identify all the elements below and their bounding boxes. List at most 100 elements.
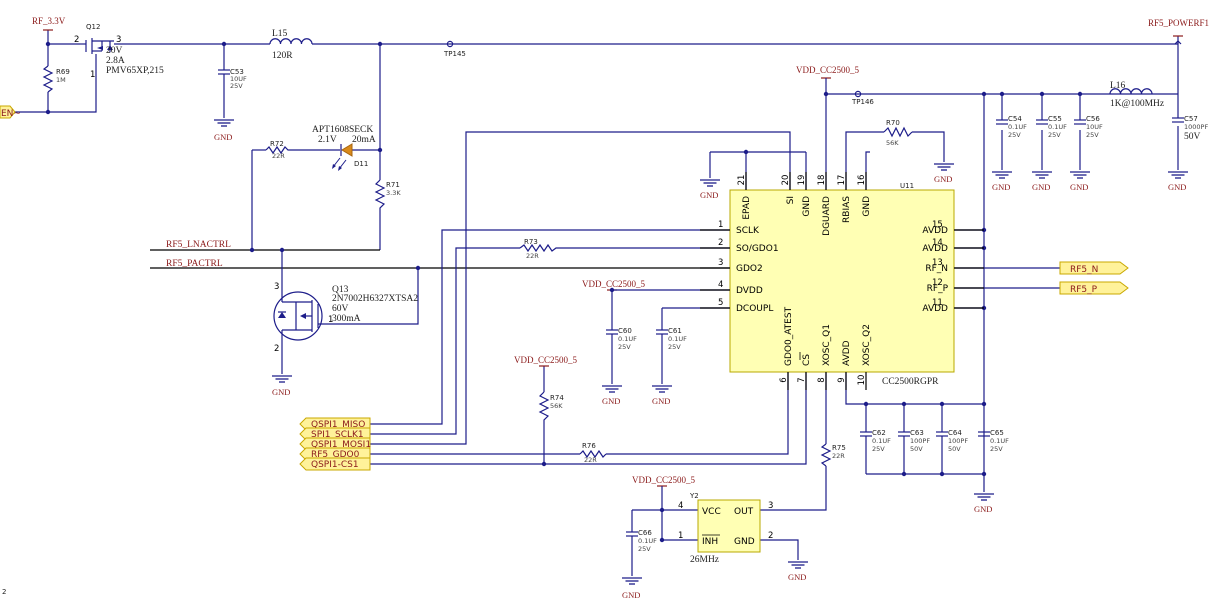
u11-pin-num-18: 18 — [817, 175, 827, 186]
d11-ref: D11 — [354, 160, 368, 168]
r74-vdd-label: VDD_CC2500_5 — [514, 355, 578, 365]
c65-value: 0.1UF — [990, 437, 1009, 445]
c63-ref: C63 — [910, 429, 924, 437]
c56-ref: C56 — [1086, 115, 1100, 123]
c53-voltage: 25V — [230, 82, 243, 90]
c64-voltage: 50V — [948, 445, 961, 453]
q12-voltage: 20V — [106, 46, 123, 56]
u11-pin-name-18: DGUARD — [822, 196, 832, 236]
c61-ref: C61 — [668, 327, 682, 335]
y2-num-gnd: 2 — [768, 531, 773, 541]
u11-pin-name-12: RF_P — [927, 284, 949, 294]
u11-pin-num-9: 9 — [837, 377, 847, 382]
svg-text:QSPI1_MOSI1: QSPI1_MOSI1 — [311, 440, 371, 450]
q13-nmos — [273, 250, 336, 374]
tp145-label: TP145 — [443, 50, 466, 58]
r76-value: 22R — [584, 456, 597, 464]
c56-value: 10UF — [1086, 123, 1103, 131]
r75-value: 22R — [832, 452, 845, 460]
u11-pin-num-15: 15 — [932, 220, 943, 230]
u11-pin-name-11: AVDD — [922, 304, 948, 314]
u11-pin-num-12: 12 — [932, 278, 943, 288]
r71-value: 3.3K — [386, 189, 401, 197]
c63-value: 100PF — [910, 437, 930, 445]
c66-voltage: 25V — [638, 545, 651, 553]
u11-pin-num-2: 2 — [718, 238, 723, 248]
svg-text:QSPI1_MISO: QSPI1_MISO — [311, 420, 365, 430]
bottom-decoupling — [845, 372, 995, 501]
r75-ref: R75 — [832, 444, 846, 452]
u11-pin-num-10: 10 — [857, 375, 867, 386]
y2-num-inh: 1 — [678, 531, 683, 541]
q13-pin2: 2 — [274, 344, 279, 354]
c53-gnd-label: GND — [214, 132, 232, 142]
avdd-rail — [981, 88, 1189, 492]
r72-value: 22R — [272, 152, 285, 160]
q12-pin2: 2 — [74, 35, 79, 45]
l16-ref: L16 — [1110, 81, 1126, 91]
r69-resistor — [42, 65, 54, 93]
y2-vdd-label: VDD_CC2500_5 — [632, 475, 696, 485]
u11-pin-num-19: 19 — [797, 175, 807, 186]
c55-gnd-label: GND — [1032, 182, 1050, 192]
q13-ref: Q13 — [332, 285, 349, 295]
svg-text:RF5_GDO0: RF5_GDO0 — [311, 450, 360, 460]
r76-ref: R76 — [582, 442, 596, 450]
c61-value: 0.1UF — [668, 335, 687, 343]
c64-ref: C64 — [948, 429, 962, 437]
c57-gnd-label: GND — [1168, 182, 1186, 192]
en-port[interactable]: EN~ — [0, 105, 21, 119]
r70-value: 56K — [886, 139, 899, 147]
c66-ref: C66 — [638, 529, 652, 537]
u11-pin-num-6: 6 — [779, 377, 789, 382]
u11-pin-name-20: SI — [786, 196, 796, 204]
u11-pin-name-16: GND — [862, 196, 872, 217]
svg-text:EN~: EN~ — [1, 109, 21, 119]
d11-part: APT1608SECK — [312, 125, 373, 135]
c56-voltage: 25V — [1086, 131, 1099, 139]
pactrl-label: RF5_PACTRL — [166, 259, 223, 269]
c55-voltage: 25V — [1048, 131, 1061, 139]
r72-resistor — [251, 145, 290, 250]
port-rf5-p[interactable]: RF5_P — [1059, 281, 1129, 295]
u11-pin-num-11: 11 — [932, 298, 943, 308]
port-qspi1-cs1[interactable]: QSPI1-CS1 — [299, 457, 371, 471]
r71-ref: R71 — [386, 181, 400, 189]
c53-ref: C53 — [230, 68, 244, 76]
u11-pin-num-4: 4 — [718, 280, 723, 290]
r73-resistor — [519, 243, 560, 253]
y2-oscillator — [697, 499, 761, 553]
c60-gnd-label: GND — [602, 396, 620, 406]
u11-pin-num-14: 14 — [932, 238, 943, 248]
u11-pin-name-13: RF_N — [925, 264, 948, 274]
r70-gnd-label: GND — [934, 174, 952, 184]
d11-voltage: 2.1V — [318, 135, 337, 145]
c60-value: 0.1UF — [618, 335, 637, 343]
c54-voltage: 25V — [1008, 131, 1021, 139]
c57-value: 1000PF — [1184, 123, 1208, 131]
u11-pin-name-17: RBIAS — [842, 196, 852, 223]
c65-ref: C65 — [990, 429, 1004, 437]
r69-value: 1M — [56, 76, 66, 84]
u11-cc2500 — [729, 189, 955, 373]
u11-pin-name-9: AVDD — [842, 340, 852, 366]
q12-part: PMV65XP,215 — [106, 66, 164, 76]
port-rf5-n[interactable]: RF5_N — [1059, 261, 1129, 275]
svg-text:RF5_P: RF5_P — [1070, 285, 1098, 295]
r73-value: 22R — [526, 252, 539, 260]
c56-gnd-label: GND — [1070, 182, 1088, 192]
l15-value: 120R — [272, 51, 293, 61]
r73-ref: R73 — [524, 238, 538, 246]
y2-num-vcc: 4 — [678, 501, 683, 511]
q13-current: 300mA — [332, 314, 361, 324]
l15-inductor — [269, 38, 313, 45]
c65-voltage: 25V — [990, 445, 1003, 453]
u11-pin-name-6: GDO0_ATEST — [784, 306, 794, 366]
u11-pin-name-10: XOSC_Q2 — [862, 324, 872, 366]
svg-text:RF5_N: RF5_N — [1070, 265, 1098, 275]
u11-pin-num-8: 8 — [817, 377, 827, 382]
c61-gnd-label: GND — [652, 396, 670, 406]
rf5-power-label: RF5_POWERF1 — [1148, 18, 1209, 28]
c62-value: 0.1UF — [872, 437, 891, 445]
